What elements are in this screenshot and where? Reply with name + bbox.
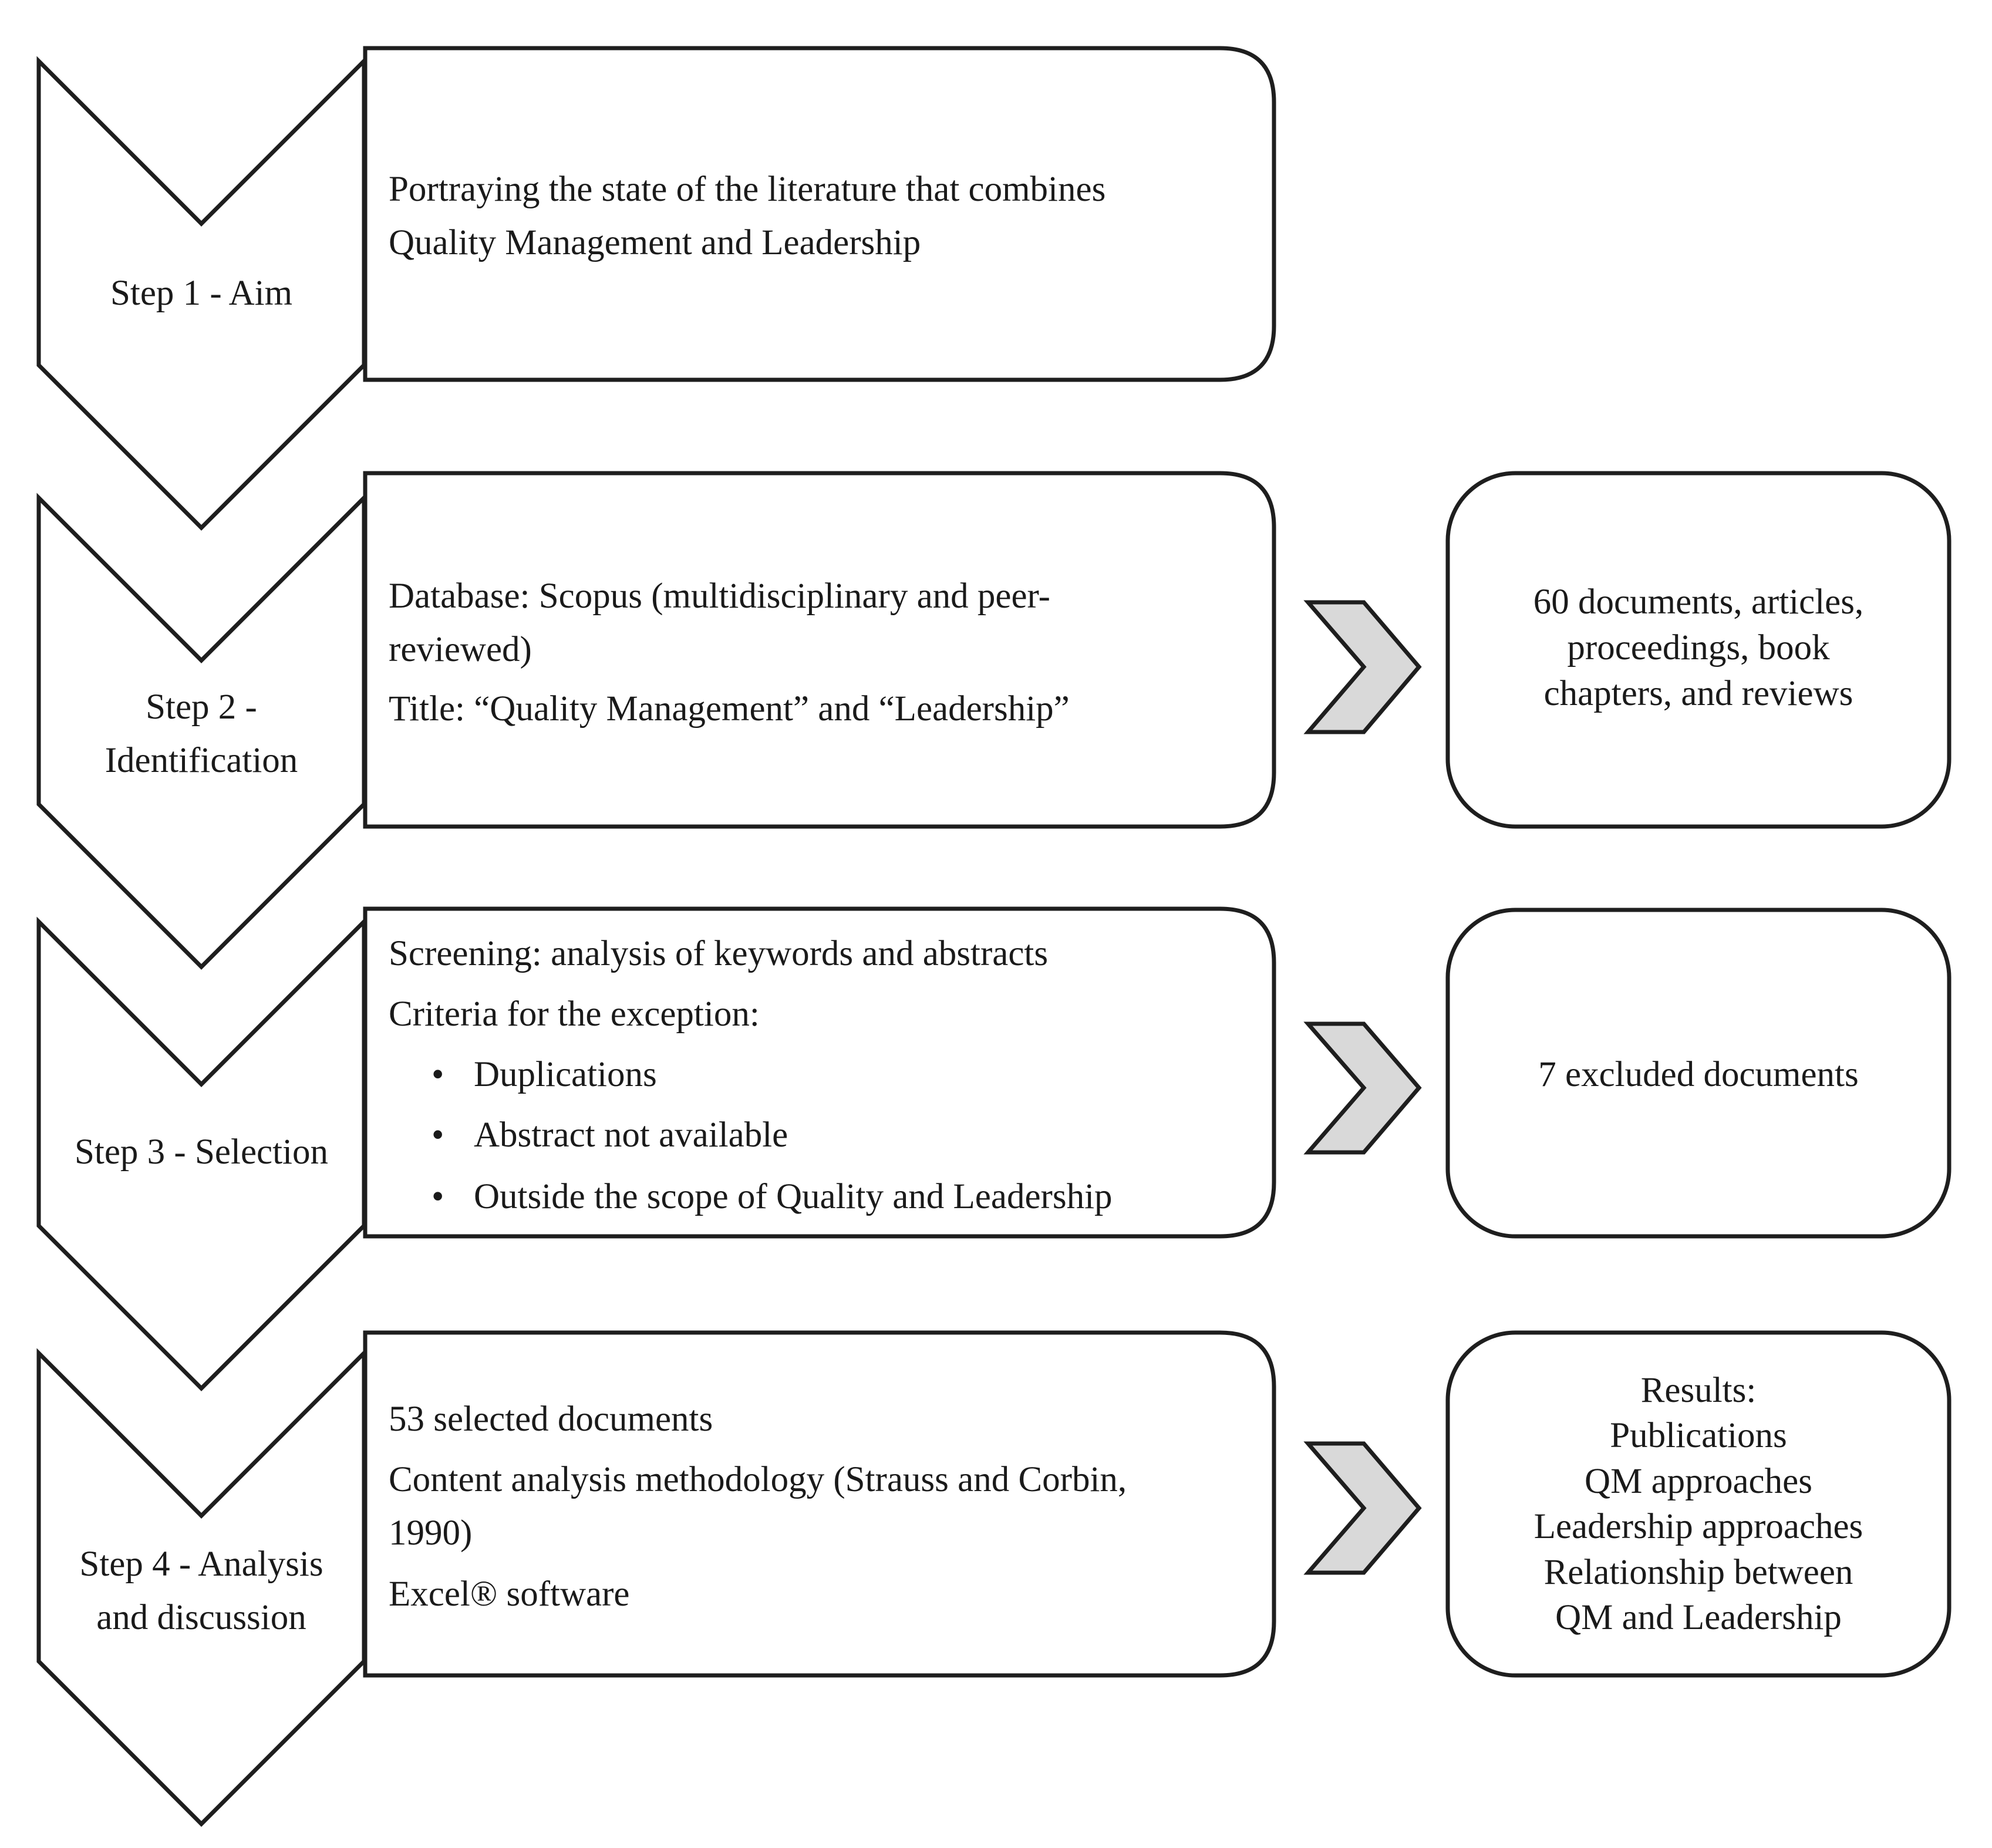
step-4-arrow (1303, 1441, 1422, 1575)
bullet-marker: • (432, 1177, 444, 1216)
step-3-label-line: Step 3 - Selection (75, 1132, 328, 1172)
step-4-content-line: 1990) (389, 1513, 472, 1553)
step-4-content-box (363, 1330, 1276, 1678)
step-4-label-line: and discussion (96, 1598, 306, 1637)
step-3-content-line: Screening: analysis of keywords and abst… (389, 934, 1048, 973)
step-1-content-box (363, 46, 1276, 382)
step-3-arrow (1303, 1021, 1422, 1155)
step-2-label-line: Identification (105, 741, 298, 780)
step-4-content-line: 53 selected documents (389, 1400, 713, 1439)
step-2-content-line: reviewed) (389, 630, 532, 669)
step-1-content-line: Portraying the state of the literature t… (389, 170, 1105, 209)
step-2-arrow (1303, 600, 1422, 734)
step-4-result-line: Leadership approaches (1534, 1507, 1863, 1546)
step-2-content-box (363, 471, 1276, 829)
step-2-result-line: chapters, and reviews (1544, 674, 1853, 713)
step-3-bullet: Duplications (474, 1055, 657, 1094)
step-2-result-line: 60 documents, articles, (1533, 582, 1863, 622)
step-3-bullet: Abstract not available (474, 1115, 788, 1155)
step-2-content-line: Title: “Quality Management” and “Leaders… (389, 689, 1070, 729)
step-4-result-line: QM and Leadership (1555, 1598, 1842, 1637)
step-4-result-box (1445, 1330, 1951, 1678)
step-2-result-line: proceedings, book (1567, 628, 1830, 667)
bullet-marker: • (432, 1115, 444, 1155)
bullet-marker: • (432, 1055, 444, 1094)
step-3-bullet: Outside the scope of Quality and Leaders… (474, 1177, 1113, 1216)
step-3-result-box (1445, 908, 1951, 1239)
step-2-chevron (36, 493, 366, 970)
step-3-content-line: Criteria for the exception: (389, 994, 760, 1034)
step-4-content-line: Content analysis methodology (Strauss an… (389, 1460, 1127, 1499)
step-4-chevron (36, 1348, 366, 1827)
step-4-result-line: QM approaches (1585, 1462, 1812, 1501)
step-4-label-line: Step 4 - Analysis (79, 1545, 323, 1584)
step-3-result-line: 7 excluded documents (1538, 1055, 1858, 1094)
step-4-result-line: Relationship between (1544, 1553, 1853, 1592)
step-1-label-line: Step 1 - Aim (110, 274, 292, 313)
step-4-result-line: Publications (1610, 1416, 1787, 1455)
step-2-label-line: Step 2 - (146, 687, 257, 727)
step-2-result-box (1445, 471, 1951, 829)
step-3-content-box (363, 906, 1276, 1239)
step-1-content-line: Quality Management and Leadership (389, 223, 921, 262)
step-4-result-line: Results: (1641, 1371, 1757, 1410)
step-2-content-line: Database: Scopus (multidisciplinary and … (389, 576, 1050, 616)
step-4-content-line: Excel® software (389, 1574, 629, 1614)
